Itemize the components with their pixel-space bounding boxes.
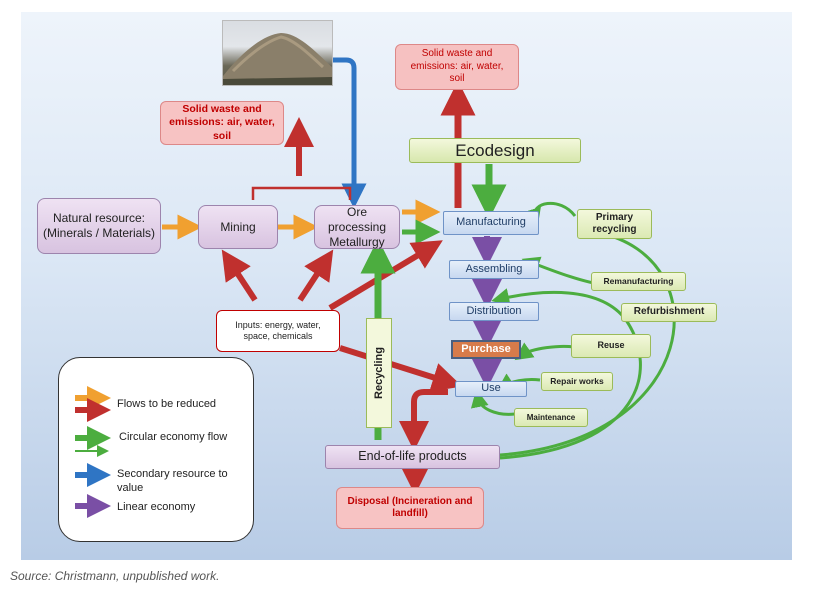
end-of-life-box: End-of-life products	[325, 445, 500, 469]
disposal-box: Disposal (Incineration and landfill)	[336, 487, 484, 529]
inputs-box: Inputs: energy, water, space, chemicals	[216, 310, 340, 352]
recycling-bar: Recycling	[366, 318, 392, 428]
recycling-label: Recycling	[373, 347, 385, 399]
distribution-box: Distribution	[449, 302, 539, 321]
legend: Flows to be reduced Circular economy flo…	[58, 357, 254, 542]
source-caption: Source: Christmann, unpublished work.	[10, 569, 220, 583]
purchase-box: Purchase	[451, 340, 521, 359]
flow-secondary-resource	[333, 57, 367, 209]
legend-circular: Circular economy flow	[119, 431, 228, 443]
maintenance-box: Maintenance	[514, 408, 588, 427]
waste-top-box: Solid waste and emissions: air, water, s…	[395, 44, 519, 90]
primary-recycling-box: Primary recycling	[577, 209, 652, 239]
ecodesign-box: Ecodesign	[409, 138, 581, 163]
mine-tailings-photo	[222, 20, 333, 86]
legend-swatches	[75, 386, 111, 518]
mining-box: Mining	[198, 205, 278, 249]
legend-secondary: Secondary resource to value	[117, 468, 228, 495]
legend-linear: Linear economy	[117, 501, 196, 513]
waste-left-box: Solid waste and emissions: air, water, s…	[160, 101, 284, 145]
manufacturing-box: Manufacturing	[443, 211, 539, 235]
loop-refurbishment	[491, 288, 642, 460]
flow-inputs-to-processing	[297, 249, 334, 302]
loop-primary-recycling	[523, 201, 577, 227]
flow-use-to-end-of-life	[399, 389, 448, 451]
loop-reuse	[514, 342, 575, 361]
reuse-box: Reuse	[571, 334, 651, 358]
repair-works-box: Repair works	[541, 372, 613, 391]
assembling-box: Assembling	[449, 260, 539, 279]
flow-inputs-to-use	[339, 345, 463, 392]
loop-remanufacturing-outer	[499, 231, 676, 457]
loop-maintenance	[470, 389, 516, 416]
remanufacturing-box: Remanufacturing	[591, 272, 686, 291]
use-box: Use	[455, 381, 527, 397]
legend-reduced: Flows to be reduced	[117, 398, 217, 410]
flow-inputs-to-mining	[221, 249, 258, 302]
natural-resource-box: Natural resource: (Minerals / Materials)	[37, 198, 161, 254]
ore-processing-box: Ore processing Metallurgy	[314, 205, 400, 249]
refurbishment-box: Refurbishment	[621, 303, 717, 322]
waste-bracket	[251, 186, 352, 200]
